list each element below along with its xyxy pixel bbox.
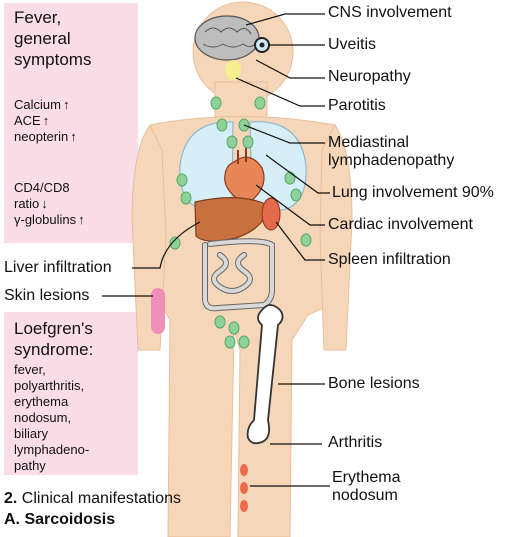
loefgren-item: lymphadeno-	[14, 442, 89, 458]
lab-calcium: Calcium	[14, 97, 61, 112]
label-mediastinal: Mediastinal lymphadenopathy	[328, 134, 454, 170]
loefgren-title: Loefgren's syndrome:	[14, 318, 93, 360]
arrow-down-icon	[39, 196, 48, 211]
label-arthritis: Arthritis	[328, 434, 382, 452]
label-uveitis: Uveitis	[328, 36, 376, 54]
erythema-spots	[240, 464, 248, 512]
label-bone: Bone lesions	[328, 375, 420, 393]
lab-cd4-cd8: CD4/CD8	[14, 180, 70, 195]
caption-figure: 2. Clinical manifestations	[4, 490, 181, 508]
caption-title: A. Sarcoidosis	[4, 511, 115, 529]
caption-text: Clinical manifestations	[22, 490, 181, 507]
label-spleen: Spleen infiltration	[328, 251, 451, 269]
arrow-up-icon	[76, 212, 85, 227]
label-erythema-line: Erythema	[332, 469, 400, 487]
loefgren-item: nodosum,	[14, 410, 89, 426]
spleen	[262, 198, 280, 230]
label-mediastinal-line: Mediastinal	[328, 134, 454, 152]
lab-group-1: Calcium ACE neopterin	[14, 97, 77, 145]
label-parotitis: Parotitis	[328, 97, 386, 115]
brain	[195, 16, 259, 60]
label-erythema-line: nodosum	[332, 487, 400, 505]
lab-ratio: ratio	[14, 196, 39, 211]
label-cardiac: Cardiac involvement	[328, 216, 473, 234]
loefgren-title-line: Loefgren's	[14, 318, 93, 339]
label-skin: Skin lesions	[4, 287, 89, 305]
arrow-up-icon	[68, 129, 77, 144]
fever-title: Fever, general symptoms	[14, 7, 91, 70]
fever-title-line: symptoms	[14, 49, 91, 70]
parotid-gland	[225, 60, 241, 80]
loefgren-item: pathy	[14, 458, 89, 474]
lab-neopterin: neopterin	[14, 129, 68, 144]
skin-lesion	[151, 288, 165, 334]
label-neuropathy: Neuropathy	[328, 68, 411, 86]
loefgren-item: fever,	[14, 362, 89, 378]
lab-gamma-globulins: γ-globulins	[14, 212, 76, 227]
fever-title-line: general	[14, 28, 91, 49]
loefgren-title-line: syndrome:	[14, 339, 93, 360]
loefgren-item: biliary	[14, 426, 89, 442]
label-erythema: Erythema nodosum	[332, 469, 400, 505]
loefgren-items: fever, polyarthritis, erythema nodosum, …	[14, 362, 89, 474]
label-cns: CNS involvement	[328, 4, 452, 22]
arrow-up-icon	[41, 113, 50, 128]
label-lung: Lung involvement 90%	[332, 184, 494, 202]
label-liver: Liver infiltration	[4, 259, 112, 277]
loefgren-item: erythema	[14, 394, 89, 410]
arrow-up-icon	[61, 97, 70, 112]
fever-title-line: Fever,	[14, 7, 91, 28]
lab-group-2: CD4/CD8 ratio γ-globulins	[14, 180, 85, 228]
lab-ace: ACE	[14, 113, 41, 128]
loefgren-item: polyarthritis,	[14, 378, 89, 394]
caption-number: 2.	[4, 490, 17, 507]
label-mediastinal-line: lymphadenopathy	[328, 152, 454, 170]
